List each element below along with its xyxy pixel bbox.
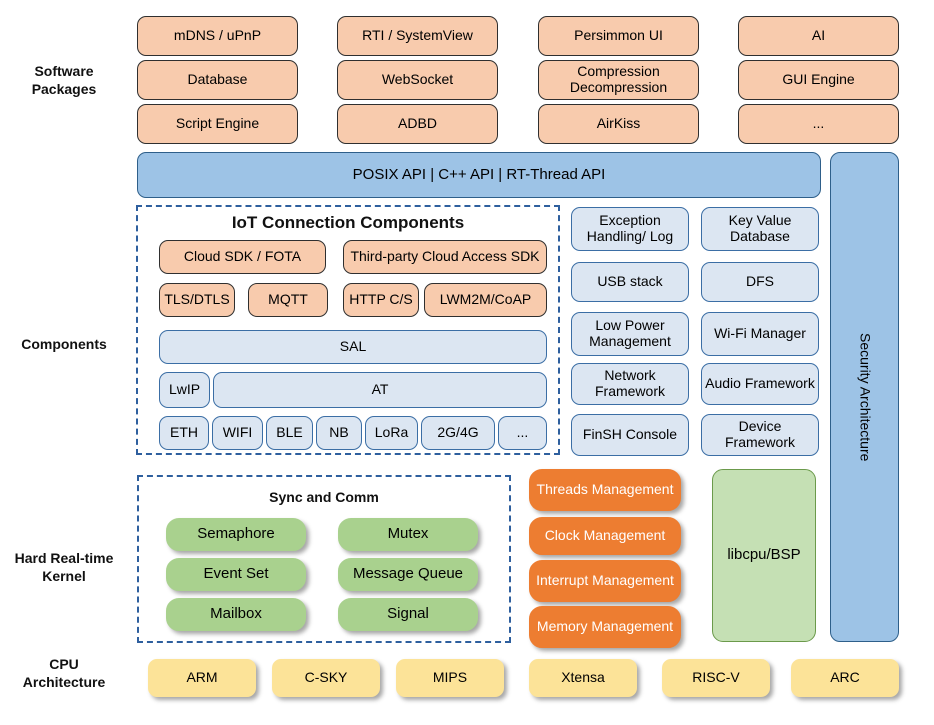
iot-http-cs[interactable]: HTTP C/S — [343, 283, 419, 317]
iot-third-party-cloud-access-sdk[interactable]: Third-party Cloud Access SDK — [343, 240, 547, 274]
package-gui-engine[interactable]: GUI Engine — [738, 60, 899, 100]
row-label-kernel: Hard Real-time Kernel — [0, 550, 128, 585]
component-low-power-management[interactable]: Low Power Management — [571, 312, 689, 356]
package-adbd[interactable]: ADBD — [337, 104, 498, 144]
iot-more[interactable]: ... — [498, 416, 547, 450]
package-airkiss[interactable]: AirKiss — [538, 104, 699, 144]
kernel-event-set[interactable]: Event Set — [166, 558, 306, 591]
package-ai[interactable]: AI — [738, 16, 899, 56]
iot-lwip[interactable]: LwIP — [159, 372, 210, 408]
component-usb-stack[interactable]: USB stack — [571, 262, 689, 302]
api-bar[interactable]: POSIX API | C++ API | RT-Thread API — [137, 152, 821, 198]
kernel-mailbox[interactable]: Mailbox — [166, 598, 306, 631]
row-label-cpu-architecture: CPU Architecture — [0, 656, 128, 691]
libcpu-bsp[interactable]: libcpu/BSP — [712, 469, 816, 642]
iot-wifi[interactable]: WIFI — [212, 416, 263, 450]
cpu-risc-v[interactable]: RISC-V — [662, 659, 770, 697]
sync-and-comm-title: Sync and Comm — [269, 489, 379, 505]
row-label-kernel-line2: Kernel — [42, 567, 86, 584]
kernel-message-queue[interactable]: Message Queue — [338, 558, 478, 591]
iot-tls-dtls[interactable]: TLS/DTLS — [159, 283, 235, 317]
cpu-c-sky[interactable]: C-SKY — [272, 659, 380, 697]
iot-lora[interactable]: LoRa — [365, 416, 418, 450]
package-mdns-upnp[interactable]: mDNS / uPnP — [137, 16, 298, 56]
row-label-software-packages-line1: Software — [34, 63, 94, 79]
package-script-engine[interactable]: Script Engine — [137, 104, 298, 144]
iot-nb[interactable]: NB — [316, 416, 362, 450]
package-database[interactable]: Database — [137, 60, 298, 100]
package-persimmon-ui[interactable]: Persimmon UI — [538, 16, 699, 56]
iot-eth[interactable]: ETH — [159, 416, 209, 450]
component-wifi-manager[interactable]: Wi-Fi Manager — [701, 312, 819, 356]
kernel-threads-management[interactable]: Threads Management — [529, 469, 681, 511]
kernel-mutex[interactable]: Mutex — [338, 518, 478, 551]
package-more[interactable]: ... — [738, 104, 899, 144]
package-compression-decompression[interactable]: Compression Decompression — [538, 60, 699, 100]
component-audio-framework[interactable]: Audio Framework — [701, 363, 819, 405]
row-label-kernel-line1: Hard Real-time — [14, 550, 114, 566]
cpu-xtensa[interactable]: Xtensa — [529, 659, 637, 697]
security-architecture-bar[interactable]: Security Architecture — [830, 152, 899, 642]
iot-ble[interactable]: BLE — [266, 416, 313, 450]
cpu-arm[interactable]: ARM — [148, 659, 256, 697]
row-label-cpu-line1: CPU — [49, 656, 79, 672]
iot-at[interactable]: AT — [213, 372, 547, 408]
package-rti-systemview[interactable]: RTI / SystemView — [337, 16, 498, 56]
component-key-value-database[interactable]: Key Value Database — [701, 207, 819, 251]
component-finsh-console[interactable]: FinSH Console — [571, 414, 689, 456]
iot-lwm2m-coap[interactable]: LWM2M/CoAP — [424, 283, 547, 317]
component-device-framework[interactable]: Device Framework — [701, 414, 819, 456]
component-network-framework[interactable]: Network Framework — [571, 363, 689, 405]
kernel-signal[interactable]: Signal — [338, 598, 478, 631]
cpu-arc[interactable]: ARC — [791, 659, 899, 697]
cpu-mips[interactable]: MIPS — [396, 659, 504, 697]
component-exception-handling-log[interactable]: Exception Handling/ Log — [571, 207, 689, 251]
iot-sal[interactable]: SAL — [159, 330, 547, 364]
row-label-components: Components — [0, 336, 128, 354]
row-label-cpu-line2: Architecture — [22, 673, 106, 690]
kernel-clock-management[interactable]: Clock Management — [529, 517, 681, 555]
security-architecture-label: Security Architecture — [857, 332, 874, 462]
package-websocket[interactable]: WebSocket — [337, 60, 498, 100]
iot-mqtt[interactable]: MQTT — [248, 283, 328, 317]
kernel-semaphore[interactable]: Semaphore — [166, 518, 306, 551]
kernel-memory-management[interactable]: Memory Management — [529, 606, 681, 648]
component-dfs[interactable]: DFS — [701, 262, 819, 302]
iot-2g-4g[interactable]: 2G/4G — [421, 416, 495, 450]
kernel-interrupt-management[interactable]: Interrupt Management — [529, 560, 681, 602]
row-label-software-packages: Software Packages — [0, 63, 128, 98]
row-label-components-text: Components — [21, 336, 107, 352]
iot-cloud-sdk-fota[interactable]: Cloud SDK / FOTA — [159, 240, 326, 274]
row-label-software-packages-line2: Packages — [31, 80, 97, 97]
iot-connection-components-title: IoT Connection Components — [231, 213, 465, 232]
